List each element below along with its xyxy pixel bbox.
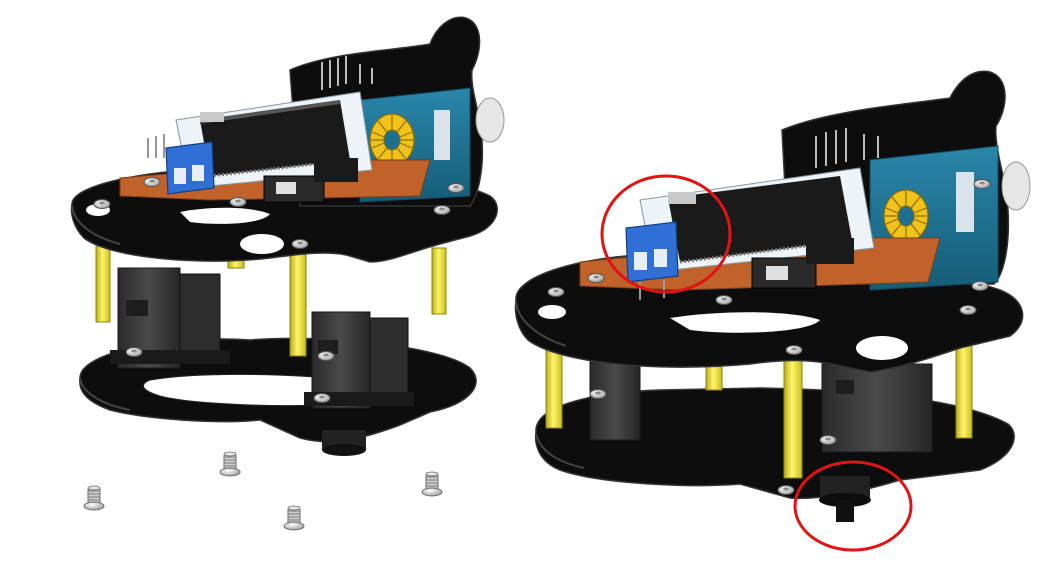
plate-screw: [547, 287, 565, 297]
header-pins: [815, 128, 879, 168]
plate-screw: [143, 177, 161, 187]
plate-screw: [587, 273, 605, 283]
plate-screw: [973, 179, 991, 189]
header-pins: [147, 56, 373, 158]
plate-screw: [777, 485, 795, 495]
caster-wheel: [322, 430, 366, 456]
plate-screw: [229, 197, 247, 207]
servo-screw: [819, 435, 837, 445]
terminal-block-icon: [625, 221, 679, 300]
screw-icon: [421, 471, 443, 497]
plate-screw: [971, 281, 989, 291]
servo-screw: [125, 347, 143, 357]
servo-screw: [313, 393, 331, 403]
servo-right: [819, 363, 933, 453]
terminal-block-icon: [165, 141, 215, 195]
plate-screw: [433, 205, 451, 215]
plate-screw: [447, 183, 465, 193]
highlight-circle-icon: [600, 174, 732, 294]
highlight-circle-icon: [793, 460, 913, 552]
toroid-coil-icon: [883, 189, 929, 243]
screw-icon: [83, 485, 105, 511]
slide-switch: [751, 238, 854, 289]
plate-screw: [291, 239, 309, 249]
servo-right: [304, 311, 414, 409]
plate-screw: [959, 305, 977, 315]
servo-screw: [589, 389, 607, 399]
toroid-coil-icon: [369, 113, 415, 167]
screw-icon: [219, 451, 241, 477]
slide-switch: [263, 158, 358, 203]
assembled-view: [514, 70, 1031, 552]
servo-screw: [317, 351, 335, 361]
screw-icon: [283, 505, 305, 531]
plate-screw: [93, 199, 111, 209]
caster-wheel: [819, 476, 871, 522]
plate-screw: [715, 295, 733, 305]
exploded-view: [70, 16, 505, 531]
plate-screw: [785, 345, 803, 355]
